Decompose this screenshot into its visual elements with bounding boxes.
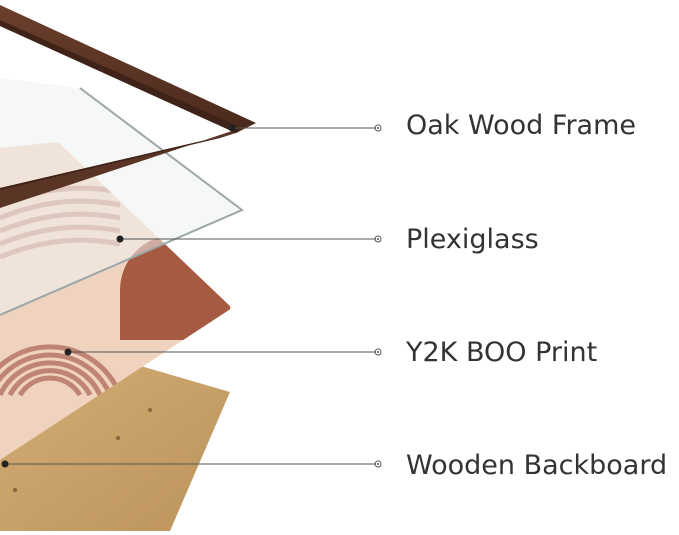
- callout-dot: [1, 460, 9, 468]
- backboard-nail: [147, 407, 153, 413]
- callout-dots: [1, 124, 236, 468]
- frame-inner-edge-lower: [0, 133, 236, 190]
- callout-end-markers: [374, 124, 382, 468]
- callouts: [5, 127, 376, 465]
- label-oak-wood-frame: Oak Wood Frame: [406, 110, 637, 141]
- callout-end-marker: [374, 348, 382, 356]
- label-plexiglass: Plexiglass: [406, 224, 539, 255]
- callout-dot: [64, 348, 72, 356]
- frame-inner-edge: [0, 20, 242, 133]
- plexiglass-layer: [0, 78, 244, 316]
- plexiglass-edge: [0, 87, 244, 316]
- label-wooden-backboard: Wooden Backboard: [406, 450, 668, 481]
- callout-end-marker: [374, 124, 382, 132]
- backboard-nail: [12, 487, 18, 493]
- callout-end-marker: [374, 235, 382, 243]
- callout-dot: [116, 235, 124, 243]
- frame-layer: [0, 5, 256, 208]
- plexiglass-sheet: [0, 78, 242, 315]
- frame-top-bar: [0, 5, 256, 133]
- print-lower-arches: [0, 344, 123, 397]
- callout-end-marker: [374, 460, 382, 468]
- backboard-nail: [115, 435, 121, 441]
- label-print: Y2K BOO Print: [406, 337, 598, 368]
- callout-dot: [228, 124, 236, 132]
